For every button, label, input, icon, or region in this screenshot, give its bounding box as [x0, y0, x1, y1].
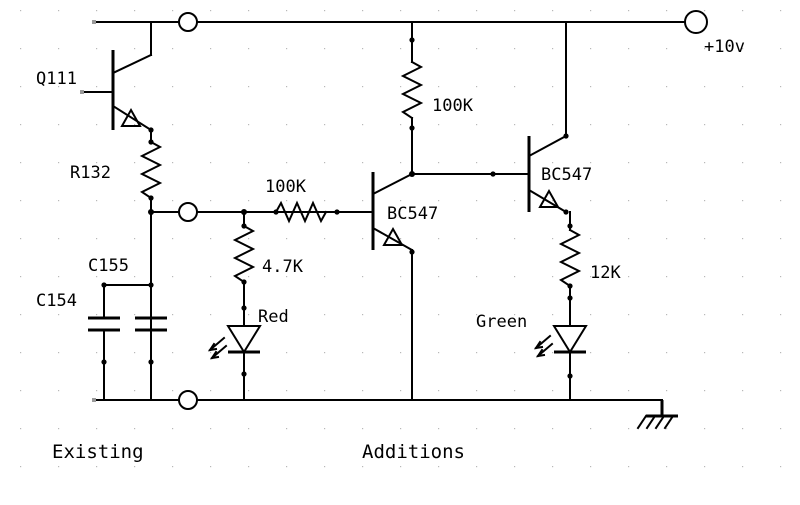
label-q111: Q111 [36, 69, 77, 89]
ground-symbol [636, 400, 678, 430]
transistor-q111 [80, 21, 153, 132]
transistor-bc547-second [527, 21, 568, 214]
resistor-12k [558, 211, 582, 327]
label-green-led: Green [476, 312, 527, 332]
label-c154: C154 [36, 291, 77, 311]
supply-label: +10v [704, 37, 745, 57]
label-red-led: Red [258, 307, 289, 327]
capacitor-c154 [88, 284, 120, 401]
label-100k-collector: 100K [432, 96, 474, 116]
label-4-7k: 4.7K [262, 257, 304, 277]
terminal-points [178, 10, 708, 410]
led-green [533, 325, 588, 401]
section-label-existing: Existing [52, 441, 144, 463]
label-12k: 12K [590, 263, 621, 283]
grid-dots [20, 10, 782, 468]
ground-rail [92, 398, 663, 402]
capacitor-c155 [103, 284, 167, 332]
resistor-100k-base [274, 200, 328, 224]
label-100k-base: 100K [265, 177, 307, 197]
label-r132: R132 [70, 163, 111, 183]
label-bc547-second: BC547 [541, 165, 592, 185]
transistor-bc547-first [334, 172, 414, 401]
led-red [207, 325, 262, 401]
section-label-additions: Additions [362, 441, 465, 463]
label-bc547-first: BC547 [387, 204, 438, 224]
label-c155: C155 [88, 256, 129, 276]
junction-nodes [101, 37, 573, 379]
